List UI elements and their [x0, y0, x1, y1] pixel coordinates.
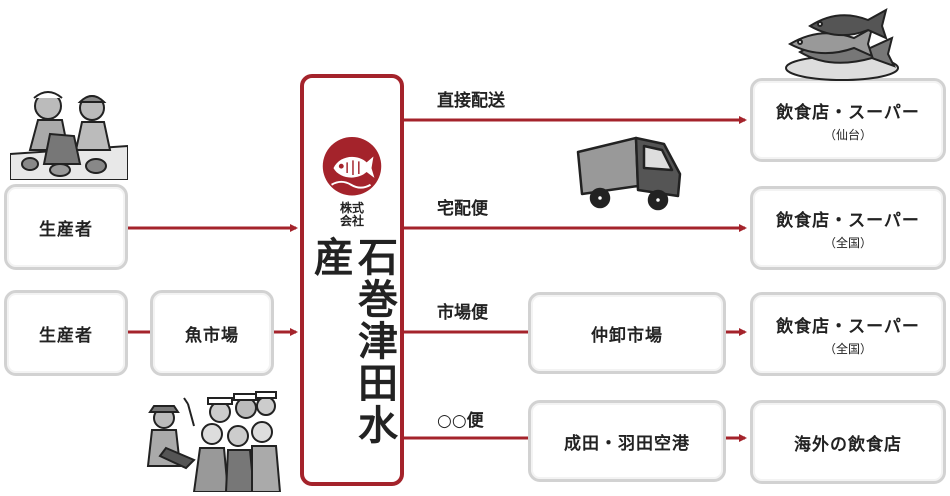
fish-market-box: 魚市場	[150, 290, 274, 376]
destination-region: （仙台）	[823, 127, 872, 142]
fish-market-label: 魚市場	[185, 325, 239, 346]
producer-label: 生産者	[39, 325, 93, 346]
destination-label: 海外の飲食店	[794, 434, 902, 455]
destination-label: 飲食店・スーパー	[776, 316, 920, 337]
company-name: 石巻津田水産	[307, 236, 398, 447]
airport-box: 成田・羽田空港	[528, 400, 726, 482]
producer-box-1: 生産者	[4, 184, 128, 270]
route-label-air: ○○便	[437, 411, 484, 431]
fishermen-icon	[10, 91, 128, 180]
producer-box-2: 生産者	[4, 290, 128, 376]
producer-label: 生産者	[39, 219, 93, 240]
destination-box-nationwide-1: 飲食店・スーパー （全国）	[750, 186, 946, 270]
destination-box-overseas: 海外の飲食店	[750, 400, 946, 484]
destination-region: （全国）	[823, 341, 872, 356]
destination-region: （全国）	[823, 235, 872, 250]
company-type-2: 会社	[339, 214, 364, 229]
sea-bream-logo-icon	[322, 136, 382, 196]
route-label-direct: 直接配送	[437, 91, 505, 111]
company-type: 株式 会社	[340, 202, 364, 228]
destination-box-nationwide-2: 飲食店・スーパー （全国）	[750, 292, 946, 376]
destination-box-sendai: 飲食店・スーパー （仙台）	[750, 78, 946, 162]
route-label-courier: 宅配便	[437, 199, 488, 219]
wholesale-market-label: 仲卸市場	[591, 325, 663, 346]
wholesale-market-box: 仲卸市場	[528, 292, 726, 374]
destination-label: 飲食店・スーパー	[776, 102, 920, 123]
market-workers-icon	[146, 391, 282, 492]
company-box: 株式 会社 石巻津田水産	[300, 74, 404, 486]
airport-label: 成田・羽田空港	[564, 433, 690, 454]
destination-label: 飲食店・スーパー	[776, 210, 920, 231]
fish-pile-icon	[785, 8, 899, 81]
route-label-market: 市場便	[437, 303, 488, 323]
truck-icon	[576, 136, 682, 211]
company-type-1: 株式	[339, 201, 364, 216]
